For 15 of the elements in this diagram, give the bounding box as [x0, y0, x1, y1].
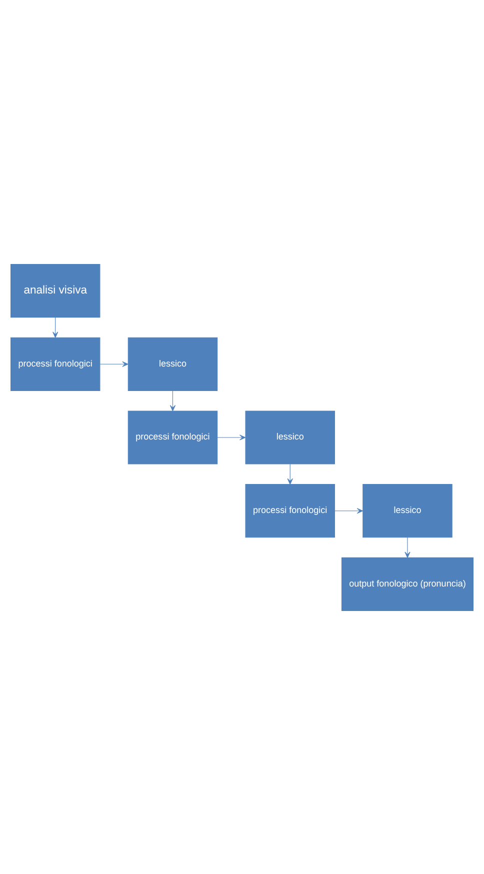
arrow	[52, 316, 58, 338]
node-box: processi fonologici	[10, 336, 100, 390]
node-box: analisi visiva	[10, 263, 100, 318]
node-box: lessico	[245, 410, 335, 464]
node-box: lessico	[128, 336, 218, 390]
node-box: processi fonologici	[128, 410, 218, 464]
node-box: lessico	[362, 484, 452, 538]
arrow	[170, 390, 176, 411]
node-box: output fonologico (pronuncia)	[341, 556, 474, 611]
node-box: processi fonologici	[245, 484, 335, 538]
arrow	[404, 536, 410, 558]
arrow	[100, 360, 128, 366]
arrow	[334, 508, 364, 514]
arrow	[287, 463, 293, 484]
arrow	[217, 434, 246, 440]
